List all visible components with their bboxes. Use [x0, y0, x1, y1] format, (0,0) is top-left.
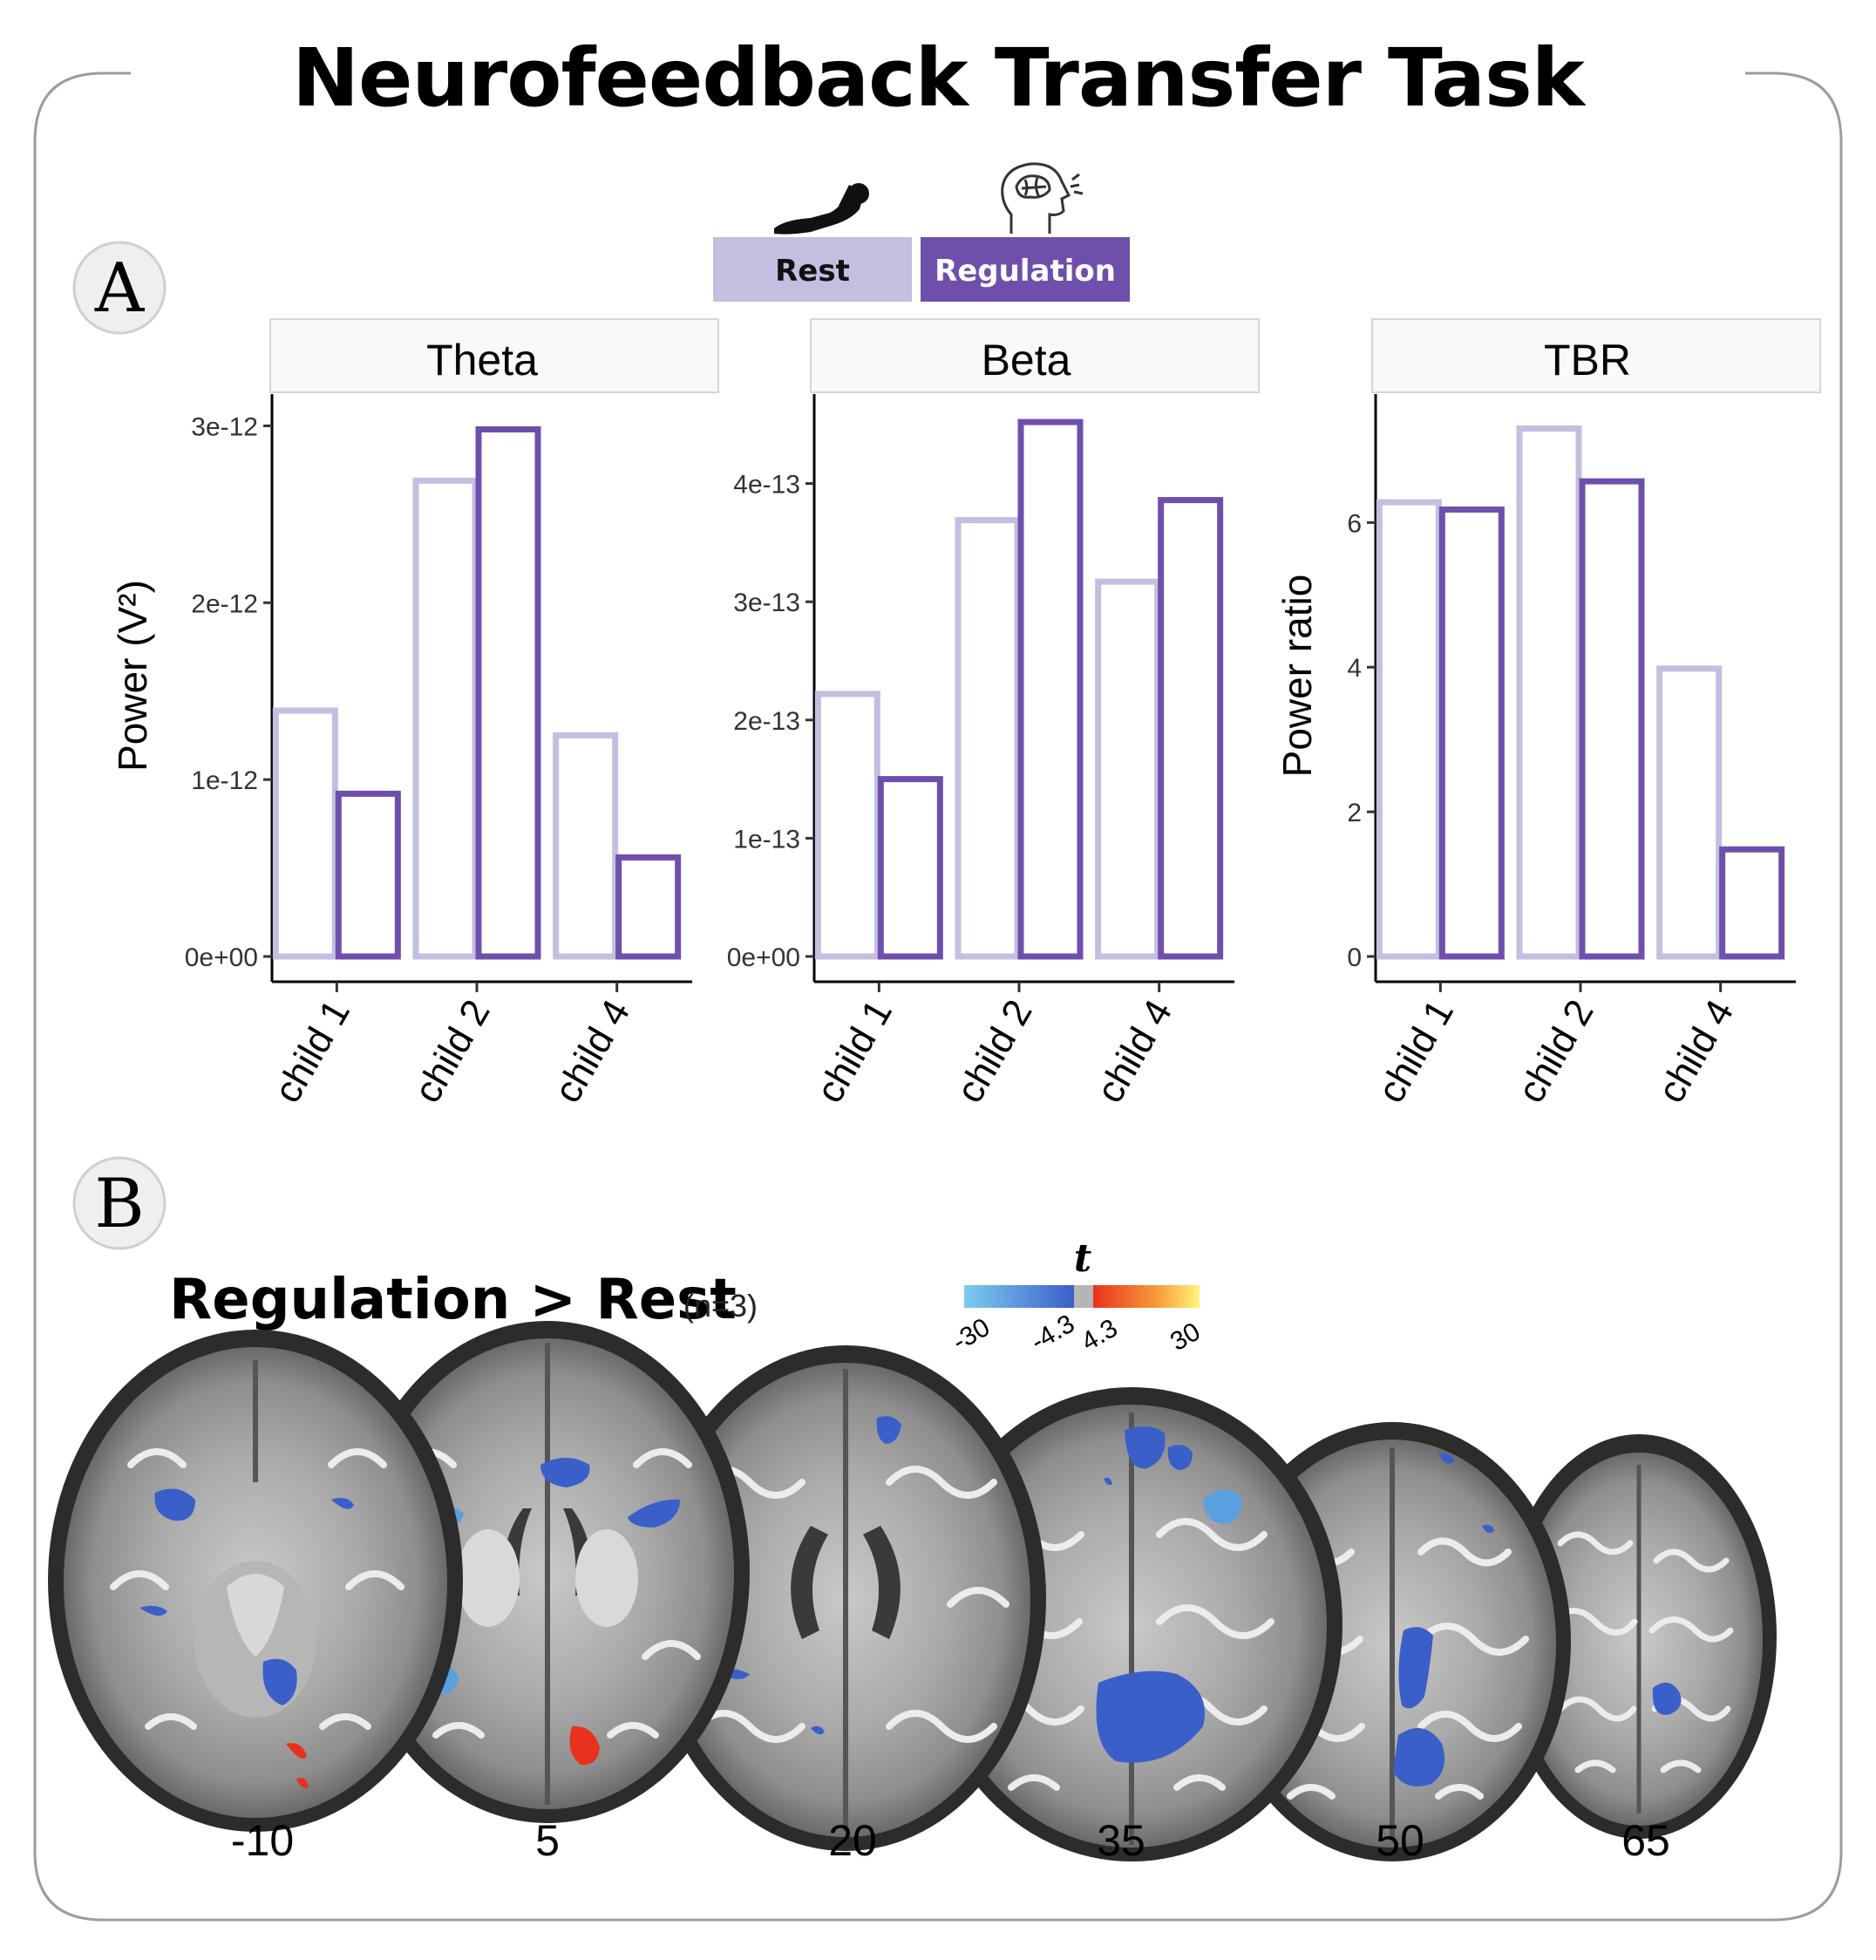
bar-regulation-child-2 — [1579, 478, 1645, 960]
colorbar-positive — [1093, 1285, 1200, 1308]
bar-regulation-child-2 — [475, 425, 541, 960]
y-tick-label: 1e-12 — [191, 766, 258, 795]
x-tick-label: child 1 — [1370, 993, 1462, 1111]
plot-area-theta: 0e+00 1e-12 2e-12 3e-12 child 1 child 2 child … — [185, 394, 692, 1110]
figure-frame — [33, 71, 1843, 1922]
y-tick-label: 2e-13 — [733, 707, 800, 736]
x-tick-label: child 4 — [1088, 993, 1180, 1111]
panel-a-badge: A — [72, 241, 167, 335]
colorbar-title: t — [1074, 1236, 1091, 1281]
bar-regulation-child-1 — [335, 790, 401, 960]
y-tick-label: 3e-13 — [733, 589, 800, 617]
bar-regulation-child-4 — [615, 854, 682, 960]
panel-a-label: A — [94, 249, 146, 328]
x-tick-label: child 2 — [1510, 993, 1602, 1111]
bar-regulation-child-4 — [1158, 497, 1224, 960]
chart-beta: Beta 0e+00 1e-13 2e-13 3e-13 4e-13 child 1 chi… — [727, 318, 1260, 1110]
y-tick-label: 2 — [1347, 799, 1362, 827]
y-tick-label: 4 — [1347, 654, 1362, 683]
x-tick-label: child 1 — [808, 993, 901, 1111]
person-lying-icon — [774, 183, 869, 235]
slice-labels: -10 5 20 35 50 65 — [231, 1816, 1670, 1865]
x-tick-label: child 2 — [948, 993, 1041, 1111]
bar-regulation-child-2 — [1017, 419, 1084, 960]
bar-regulation-child-1 — [1438, 506, 1505, 960]
legend-regulation-label: Regulation — [935, 254, 1116, 289]
brain-slice-neg10 — [48, 1330, 463, 1832]
bar-rest-child-2 — [955, 517, 1021, 960]
brain-slices: -10 5 20 35 50 65 — [48, 1321, 1777, 1865]
slice-label: -10 — [231, 1816, 294, 1865]
brain-slice-65 — [1501, 1434, 1777, 1839]
y-tick-label: 0 — [1347, 943, 1362, 972]
y-axis-label-theta: Power (V²) — [110, 580, 155, 772]
plot-area-tbr: 0 2 4 6 child 1 child 2 child 4 — [1347, 394, 1796, 1110]
colorbar-negative — [964, 1285, 1074, 1308]
bar-rest-child-1 — [1376, 499, 1442, 960]
legend: Rest Regulation — [713, 162, 1130, 302]
slice-label: 20 — [828, 1816, 877, 1865]
facet-strip-beta — [810, 318, 1260, 393]
bar-regulation-child-1 — [877, 776, 943, 960]
facet-strip-tbr — [1371, 318, 1821, 393]
slice-label: 50 — [1376, 1816, 1424, 1865]
slice-label: 65 — [1621, 1816, 1670, 1865]
panel-b-badge: B — [72, 1156, 167, 1250]
y-axis-label-tbr: Power ratio — [1274, 575, 1320, 778]
colorbar-tick-label: -4.3 — [1026, 1310, 1079, 1357]
colorbar-tick-label: 4.3 — [1077, 1314, 1123, 1357]
y-tick-label: 4e-13 — [733, 471, 800, 500]
sample-size: (n=3) — [683, 1288, 758, 1324]
bar-rest-child-1 — [272, 707, 338, 960]
y-tick-label: 2e-12 — [191, 589, 258, 618]
facet-title-beta: Beta — [982, 336, 1071, 385]
x-tick-label: child 4 — [1649, 993, 1742, 1111]
contrast-title: Regulation > Rest — [169, 1268, 737, 1332]
colorbar-tick-label: -30 — [948, 1313, 995, 1357]
slice-label: 35 — [1097, 1816, 1145, 1865]
facet-strip-theta — [269, 318, 719, 393]
panel-b-label: B — [94, 1165, 144, 1243]
y-tick-label: 1e-13 — [733, 825, 800, 854]
x-tick-label: child 4 — [546, 993, 638, 1111]
bar-regulation-child-4 — [1719, 846, 1785, 960]
slice-label: 5 — [535, 1816, 560, 1865]
bar-rest-child-4 — [553, 732, 619, 960]
y-tick-label: 0e+00 — [185, 943, 258, 972]
bar-rest-child-2 — [412, 477, 479, 960]
page-title: Neurofeedback Transfer Task — [292, 31, 1585, 125]
y-tick-label: 3e-12 — [191, 412, 258, 441]
y-tick-label: 6 — [1347, 509, 1362, 538]
bar-rest-child-2 — [1516, 425, 1582, 960]
chart-tbr: TBR Power ratio 0 2 4 6 child 1 child 2 child … — [1274, 318, 1821, 1110]
colorbar-gap — [1074, 1285, 1093, 1308]
x-tick-label: child 2 — [406, 993, 499, 1111]
bar-rest-child-4 — [1095, 578, 1161, 960]
legend-rest-label: Rest — [775, 254, 850, 289]
legend-regulation-swatch — [921, 237, 1130, 302]
brain-head-icon — [1001, 162, 1084, 234]
x-tick-label: child 1 — [266, 993, 358, 1111]
bar-rest-child-4 — [1656, 665, 1723, 960]
colorbar: t -30 -4.3 4.3 30 — [948, 1236, 1205, 1357]
facet-title-theta: Theta — [426, 336, 538, 385]
legend-rest-swatch — [713, 237, 912, 302]
plot-area-beta: 0e+00 1e-13 2e-13 3e-13 4e-13 child 1 child 2 c… — [727, 394, 1234, 1110]
y-tick-label: 0e+00 — [727, 943, 800, 972]
facet-title-tbr: TBR — [1544, 336, 1631, 385]
bar-rest-child-1 — [814, 691, 880, 960]
chart-theta: Theta Power (V²) 0e+00 1e-12 2e-12 3e-12 chi… — [110, 318, 719, 1110]
colorbar-tick-label: 30 — [1166, 1317, 1205, 1357]
